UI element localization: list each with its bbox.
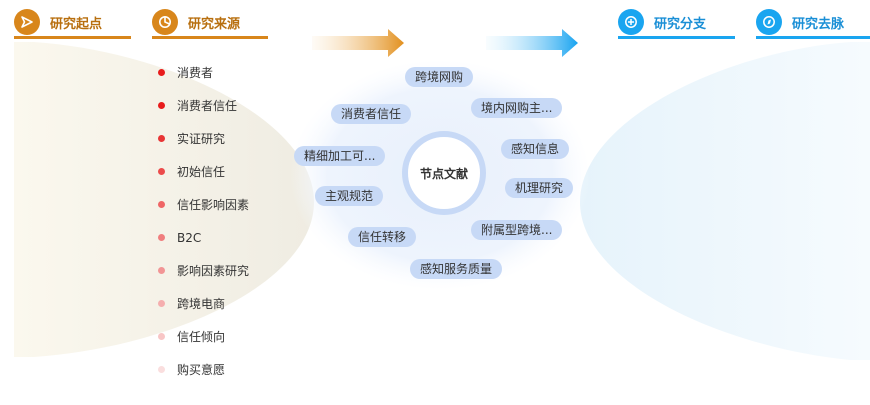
bullet-dot-icon xyxy=(158,168,165,175)
flow-arrow-blue xyxy=(486,29,578,57)
source-keyword-item[interactable]: B2C xyxy=(158,221,249,254)
source-keyword-item[interactable]: 初始信任 xyxy=(158,155,249,188)
bullet-dot-icon xyxy=(158,300,165,307)
research-destination-underline xyxy=(756,36,870,39)
node-chip[interactable]: 跨境网购 xyxy=(405,67,474,87)
source-keyword-label: B2C xyxy=(177,230,202,245)
source-keyword-label: 信任倾向 xyxy=(177,330,226,344)
source-keyword-item[interactable]: 信任倾向 xyxy=(158,320,249,353)
source-keyword-item[interactable]: 消费者 xyxy=(158,56,249,89)
bullet-dot-icon xyxy=(158,135,165,142)
center-node-label: 节点文献 xyxy=(419,166,468,181)
compass-icon xyxy=(756,9,782,35)
pie-chart-icon xyxy=(152,9,178,35)
research-branch-header[interactable]: 研究分支 xyxy=(618,6,735,39)
source-keyword-label: 消费者 xyxy=(177,66,214,80)
node-chip[interactable]: 感知信息 xyxy=(501,139,570,159)
node-chip[interactable]: 感知服务质量 xyxy=(410,259,503,279)
research-start-underline xyxy=(14,36,131,39)
source-keyword-label: 消费者信任 xyxy=(177,99,238,113)
research-branch-underline xyxy=(618,36,735,39)
source-keyword-item[interactable]: 购买意愿 xyxy=(158,353,249,386)
destination-background-shape xyxy=(580,42,870,360)
node-chip[interactable]: 精细加工可... xyxy=(294,146,386,166)
source-keyword-item[interactable]: 信任影响因素 xyxy=(158,188,249,221)
source-keyword-label: 实证研究 xyxy=(177,132,226,146)
node-chip[interactable]: 信任转移 xyxy=(348,227,417,247)
source-keyword-label: 信任影响因素 xyxy=(177,198,250,212)
bullet-dot-icon xyxy=(158,333,165,340)
node-chip[interactable]: 消费者信任 xyxy=(331,104,412,124)
source-keyword-item[interactable]: 跨境电商 xyxy=(158,287,249,320)
research-start-header[interactable]: 研究起点 xyxy=(14,6,131,39)
center-node[interactable]: 节点文献 xyxy=(402,131,486,215)
research-branch-title: 研究分支 xyxy=(654,16,707,32)
flow-arrow-orange xyxy=(312,29,404,57)
bullet-dot-icon xyxy=(158,69,165,76)
bullet-dot-icon xyxy=(158,366,165,373)
research-destination-title: 研究去脉 xyxy=(792,16,845,32)
plus-circle-icon xyxy=(618,9,644,35)
node-chip[interactable]: 附属型跨境... xyxy=(471,220,563,240)
node-chip[interactable]: 境内网购主... xyxy=(471,98,563,118)
bullet-dot-icon xyxy=(158,201,165,208)
research-start-title: 研究起点 xyxy=(50,16,103,32)
source-keyword-item[interactable]: 消费者信任 xyxy=(158,89,249,122)
source-keyword-item[interactable]: 实证研究 xyxy=(158,122,249,155)
node-chip[interactable]: 机理研究 xyxy=(505,178,574,198)
node-chip[interactable]: 主观规范 xyxy=(315,186,384,206)
research-destination-header[interactable]: 研究去脉 xyxy=(756,6,870,39)
bullet-dot-icon xyxy=(158,267,165,274)
bullet-dot-icon xyxy=(158,234,165,241)
source-keyword-label: 影响因素研究 xyxy=(177,264,250,278)
bullet-dot-icon xyxy=(158,102,165,109)
research-source-title: 研究来源 xyxy=(188,16,241,32)
send-icon xyxy=(14,9,40,35)
source-keyword-list: 消费者消费者信任实证研究初始信任信任影响因素 B2C 影响因素研究跨境电商信任倾向购… xyxy=(158,56,249,386)
source-keyword-item[interactable]: 影响因素研究 xyxy=(158,254,249,287)
source-keyword-label: 购买意愿 xyxy=(177,363,226,377)
research-source-header[interactable]: 研究来源 xyxy=(152,6,268,39)
research-source-underline xyxy=(152,36,268,39)
start-background-shape xyxy=(14,42,314,357)
source-keyword-label: 跨境电商 xyxy=(177,297,226,311)
source-keyword-label: 初始信任 xyxy=(177,165,226,179)
